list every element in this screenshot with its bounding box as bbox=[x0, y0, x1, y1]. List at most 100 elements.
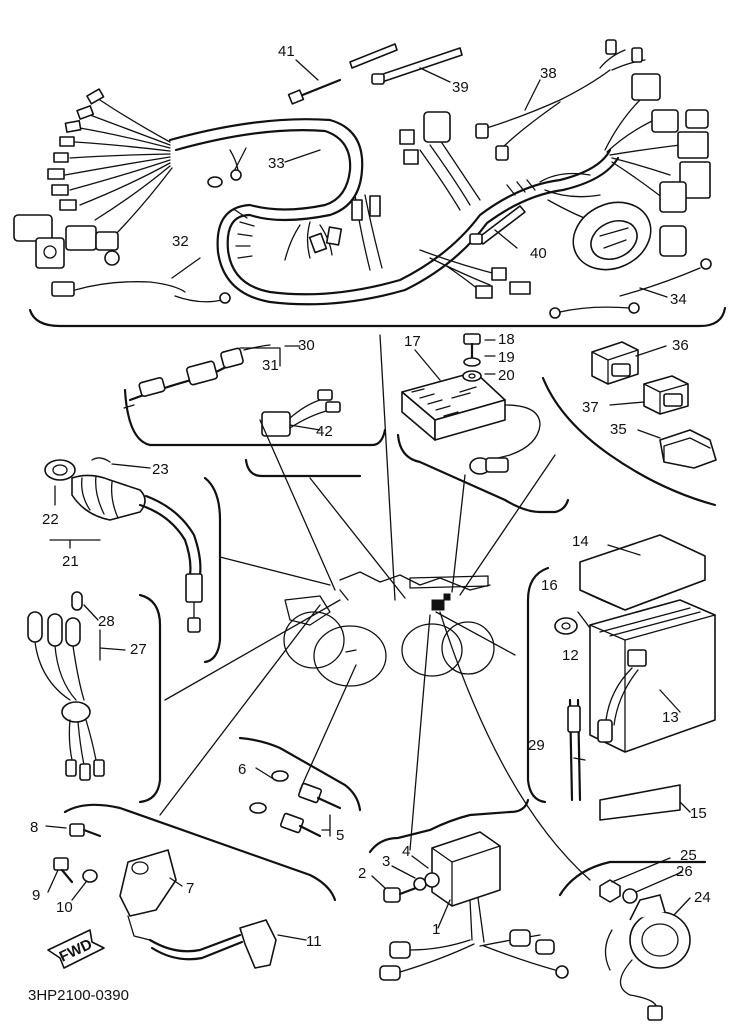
part-25-nut bbox=[599, 879, 621, 903]
callout-33: 33 bbox=[268, 155, 285, 172]
part-35-cap bbox=[659, 429, 717, 469]
sensor-leads-group bbox=[123, 344, 387, 478]
plug-cap-bracket bbox=[203, 476, 222, 664]
part-29-breather-hose bbox=[567, 698, 582, 802]
bulb-leads-bracket bbox=[138, 593, 162, 804]
part-39-cable-tie bbox=[349, 43, 463, 85]
drawing-code: 3HP2100-0390 bbox=[28, 987, 129, 1004]
plug-cap-group bbox=[44, 457, 222, 664]
bulb-leads-group bbox=[27, 591, 162, 804]
callout-27: 27 bbox=[130, 641, 147, 658]
callout-16: 16 bbox=[541, 577, 558, 594]
caps-group-bracket bbox=[541, 376, 717, 507]
part-36-cap bbox=[591, 341, 639, 385]
part-2-screw bbox=[383, 886, 418, 903]
part-1-cdi-unit bbox=[379, 831, 569, 981]
callout-18: 18 bbox=[498, 331, 515, 348]
part-17-regulator bbox=[401, 371, 541, 475]
horn-group bbox=[558, 857, 707, 1021]
callout-38: 38 bbox=[540, 65, 557, 82]
callout-37: 37 bbox=[582, 399, 599, 416]
part-26-washer bbox=[622, 888, 638, 904]
part-11-plug-lead bbox=[148, 919, 277, 969]
part-13-lead bbox=[597, 667, 639, 743]
callout-20: 20 bbox=[498, 367, 515, 384]
group-bracket-30 bbox=[123, 388, 387, 447]
harness-group-bracket bbox=[28, 306, 727, 328]
callout-14: 14 bbox=[572, 533, 589, 550]
callout-36: 36 bbox=[672, 337, 689, 354]
callout-24: 24 bbox=[694, 889, 711, 906]
upper-middle-connectors bbox=[399, 111, 531, 299]
part-10-washer bbox=[82, 869, 98, 883]
callout-41: 41 bbox=[278, 43, 295, 60]
callout-7: 7 bbox=[186, 880, 194, 897]
cdi-group-bracket bbox=[368, 798, 530, 854]
callout-5: 5 bbox=[336, 827, 344, 844]
part-14-cover bbox=[579, 534, 706, 611]
part-28-bulb bbox=[71, 591, 83, 611]
callout-8: 8 bbox=[30, 819, 38, 836]
part-27-socket-lead bbox=[27, 611, 105, 781]
part-8-screw bbox=[69, 823, 102, 838]
regulator-group-bracket bbox=[396, 433, 570, 514]
part-9-screw bbox=[53, 857, 74, 884]
part-42-connector bbox=[261, 411, 291, 437]
part-16-cap bbox=[554, 617, 578, 635]
main-harness-trunk bbox=[168, 118, 612, 296]
callout-1: 1 bbox=[432, 921, 440, 938]
callout-30: 30 bbox=[298, 337, 315, 354]
callout-23: 23 bbox=[152, 461, 169, 478]
callout-12: 12 bbox=[562, 647, 579, 664]
leader-lines bbox=[159, 334, 591, 881]
ignition-group-bracket bbox=[63, 803, 337, 902]
part-21-lead bbox=[71, 474, 203, 633]
callout-6: 6 bbox=[238, 761, 246, 778]
callout-4: 4 bbox=[402, 843, 410, 860]
frame-locator bbox=[283, 571, 495, 687]
callout-40: 40 bbox=[530, 245, 547, 262]
callout-13: 13 bbox=[662, 709, 679, 726]
callout-42: 42 bbox=[316, 423, 333, 440]
part-41-bolt bbox=[287, 78, 342, 105]
harness-tape-wraps bbox=[234, 179, 536, 259]
round-socket-housing bbox=[539, 172, 652, 271]
callout-10: 10 bbox=[56, 899, 73, 916]
part-34-ground-lead bbox=[549, 258, 712, 319]
regulator-group bbox=[396, 333, 570, 514]
part-37-cap bbox=[643, 375, 689, 415]
main-harness-trunk-edge bbox=[174, 129, 620, 306]
callout-11: 11 bbox=[306, 933, 322, 950]
bolts-group-bracket bbox=[238, 736, 362, 812]
group-bracket-42 bbox=[244, 458, 362, 478]
callout-15: 15 bbox=[690, 805, 707, 822]
right-connector-bundle bbox=[604, 73, 711, 257]
part-23-clip bbox=[91, 457, 111, 463]
callout-34: 34 bbox=[670, 291, 687, 308]
part-24-horn bbox=[604, 894, 691, 1021]
horn-group-bracket bbox=[558, 860, 707, 897]
part-4-washer bbox=[424, 872, 440, 888]
battery-group bbox=[526, 534, 716, 821]
ignition-coil-group: FWD bbox=[45, 803, 337, 969]
part-3-washer bbox=[413, 877, 427, 891]
part-12-battery bbox=[589, 599, 716, 753]
middle-branch-leads bbox=[207, 147, 383, 271]
battery-group-bracket bbox=[526, 566, 550, 804]
callout-21: 21 bbox=[62, 553, 79, 570]
callout-28: 28 bbox=[98, 613, 115, 630]
cdi-unit-group bbox=[368, 798, 569, 981]
callout-17: 17 bbox=[404, 333, 421, 350]
wire-harness-group bbox=[13, 39, 727, 328]
callout-19: 19 bbox=[498, 349, 515, 366]
part-18-20-bolt-washers bbox=[462, 333, 482, 382]
part-5-bolts bbox=[279, 782, 342, 838]
callout-22: 22 bbox=[42, 511, 59, 528]
part-32-ground-lead bbox=[51, 281, 231, 304]
callout-9: 9 bbox=[32, 887, 40, 904]
fwd-arrow: FWD bbox=[47, 929, 105, 969]
callout-3: 3 bbox=[382, 853, 390, 870]
part-15-pad bbox=[599, 784, 681, 821]
